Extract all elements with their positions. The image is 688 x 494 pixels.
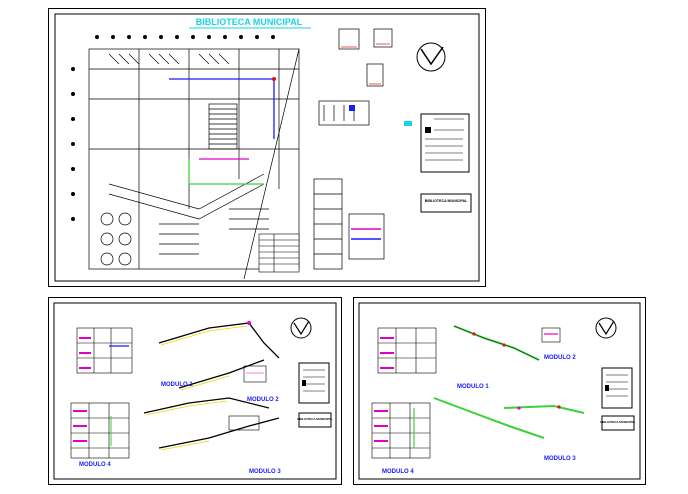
left-north-arrow-icon [290,317,312,339]
right-isometric-1 [453,325,540,361]
left-sheet-drawing: MODULO 1 MODULO 2 MODULO 4 MODULO 3 [53,302,337,480]
north-arrow-icon [416,42,446,72]
right-floorplan-4 [371,402,431,459]
main-sheet: BIBLIOTECA MUNICIPAL [48,8,486,287]
left-floorplan-4 [70,402,130,459]
left-sheet: MODULO 1 MODULO 2 MODULO 4 MODULO 3 [48,297,342,485]
right-legend-box [601,367,633,409]
right-isometric-3 [433,397,585,439]
left-legend-box [298,362,330,404]
site-plan [88,48,300,280]
right-title-block-text: BIBLIOTECA MUNICIPAL [600,420,636,424]
left-title-block: BIBLIOTECA MUNICIPAL [297,412,333,428]
right-module-3-label: MODULO 3 [544,456,576,462]
right-floorplan-1 [377,327,437,374]
left-title-block-text: BIBLIOTECA MUNICIPAL [297,417,333,421]
left-module-2-label: MODULO 2 [247,397,279,403]
detail-drawings [338,28,393,87]
right-detail-2 [541,327,561,343]
right-module-2-label: MODULO 2 [544,355,576,361]
right-title-block: BIBLIOTECA MUNICIPAL [600,415,636,431]
pipe-runs [169,77,276,185]
main-sheet-drawing: BIBLIOTECA MUNICIPAL [54,13,480,282]
left-module-3-label: MODULO 3 [249,469,281,475]
left-floorplan-1 [76,327,133,374]
axis-markers-top [95,35,275,39]
axis-markers-left [71,67,75,221]
left-module-4-label: MODULO 4 [79,462,111,468]
main-title-block-text: BIBLIOTECA MUNICIPAL [425,199,468,203]
left-isometric-3 [143,397,280,451]
right-sheet: MODULO 1 MODULO 2 MODULO 4 MODULO 3 [353,297,646,485]
right-module-1-label: MODULO 1 [457,384,489,390]
main-title-block: BIBLIOTECA MUNICIPAL [420,193,472,213]
main-sheet-title: BIBLIOTECA MUNICIPAL [196,17,303,27]
left-isometric-1 [158,321,280,391]
detail-section [318,100,412,126]
building-section [313,178,385,270]
schedule-table [258,233,300,273]
left-detail-2 [243,365,267,383]
right-module-4-label: MODULO 4 [382,469,414,475]
legend-box [420,113,470,173]
right-sheet-drawing: MODULO 1 MODULO 2 MODULO 4 MODULO 3 [358,302,641,480]
left-module-1-label: MODULO 1 [161,382,193,388]
right-north-arrow-icon [595,317,617,339]
